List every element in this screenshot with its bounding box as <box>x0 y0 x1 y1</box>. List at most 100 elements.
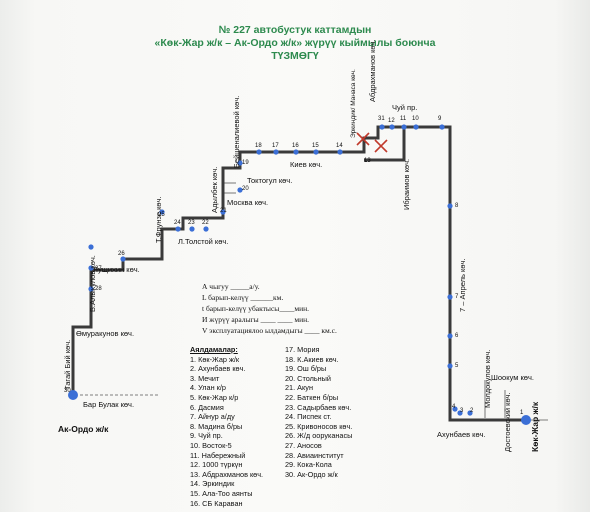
bus-stop-marker <box>439 124 445 130</box>
bus-stop-marker <box>379 124 385 130</box>
stops-list-item: 8. Мадина б/ры <box>190 421 243 431</box>
stops-list-item: 11. Набережный <box>190 450 246 460</box>
stops-list-col1: Аялдамалар: 1. Көк-Жар ж/к 2. Ахунбаев к… <box>190 345 263 508</box>
map-title-line3: ТҮЗМӨГҮ <box>271 50 319 62</box>
bus-stop-marker <box>413 124 419 130</box>
crossing-marks <box>356 132 388 153</box>
stop-number-17: 17 <box>272 143 279 149</box>
stop-number-7: 7 <box>455 294 459 300</box>
street-label-toktogul: Токтогул көч. <box>247 176 293 185</box>
info-line-time: t барып-келүү убактысы____мин. <box>202 304 309 313</box>
street-label-shookum: Шоокум көч. <box>491 373 534 382</box>
stop-number-2: 2 <box>470 408 474 414</box>
bus-stop-marker <box>237 187 243 193</box>
stops-list-item: 26. Ж/д ооруканасы <box>285 431 353 441</box>
stop-number-10: 10 <box>412 116 419 122</box>
stops-list-item: 17. Мория <box>285 345 320 354</box>
street-label-tagai-biy: Тагай Бий көч. <box>63 339 72 390</box>
cross-mark <box>374 139 388 153</box>
bus-stop-marker <box>447 363 453 369</box>
stops-list-item: 16. СБ Караван <box>190 498 243 508</box>
bus-stop-marker <box>447 294 453 300</box>
stop-number-18: 18 <box>255 143 262 149</box>
info-line-distance: L барып-келүү ______км. <box>202 293 284 302</box>
stop-number-22: 22 <box>202 220 209 226</box>
stop-number-26: 26 <box>118 251 125 257</box>
bus-stop-marker <box>88 244 94 250</box>
street-label-alykulov: Б.Алыкулов көч. <box>88 255 97 312</box>
info-line-speed: V эксплуатациялоо ылдамдыгы ____ км.с. <box>202 326 337 335</box>
bus-stop-marker <box>220 209 226 215</box>
street-label-kiev: Киев көч. <box>290 160 323 169</box>
street-label-tolstoy: Л.Толстой көч. <box>178 237 229 246</box>
bus-stop-marker <box>452 406 458 412</box>
stops-list-item: 18. К.Акиев көч. <box>285 354 339 364</box>
bus-stop-marker <box>293 149 299 155</box>
info-line-interval: И жүрүү аралыгы ____ ____ мин. <box>202 315 309 324</box>
bus-stop-marker <box>256 149 262 155</box>
stops-list-item: 20. Стольный <box>285 373 332 383</box>
stops-list-item: 19. Ош б/ры <box>285 364 327 374</box>
bus-stop-marker <box>447 203 453 209</box>
bus-stop-marker <box>88 286 94 292</box>
stop-number-4: 4 <box>452 404 456 410</box>
street-label-luschikhin: Лущихин көч. <box>93 265 140 274</box>
stop-number-25: 25 <box>158 212 165 218</box>
stops-list-item: 9. Чуй пр. <box>190 431 223 441</box>
bus-stop-marker <box>313 149 319 155</box>
stop-number-5: 5 <box>455 363 459 369</box>
stops-list-item: 27. Аносов <box>285 440 322 450</box>
route-227-line <box>71 125 526 422</box>
terminus-label-ak-ordo: Ак-Ордо ж/к <box>58 424 109 434</box>
stop-number-12: 12 <box>388 118 395 124</box>
stops-list-item: 1. Көк-Жар ж/к <box>190 354 240 364</box>
terminus-kok-jar-marker <box>521 415 531 425</box>
stop-number-8: 8 <box>455 203 459 209</box>
stops-list-item: 24. Писпек ст. <box>285 412 332 422</box>
stops-list-item: 13. Абдрахманов көч. <box>190 469 264 479</box>
info-line-departures: А чыгуу _____а/у. <box>202 282 260 291</box>
bus-stop-marker <box>467 410 473 416</box>
street-label-chuy: Чуй пр. <box>392 103 418 112</box>
street-label-baishenalieva: Бейшеналиевой көч. <box>232 95 241 168</box>
stop-number-13: 13 <box>364 158 371 164</box>
street-label-abdrakhmanov: Абдрахманов көч. <box>368 39 377 102</box>
stop-number-1: 1 <box>520 410 524 416</box>
stops-list-col2: 17. Мория 18. К.Акиев көч. 19. Ош б/ры 2… <box>285 345 352 479</box>
stops-list-item: 4. Улан к/р <box>190 383 226 393</box>
route-return-line <box>364 127 406 162</box>
bus-stop-marker <box>401 124 407 130</box>
stop-number-21: 21 <box>220 208 227 214</box>
bus-stop-marker <box>203 226 209 232</box>
terminus-ak-ordo-marker <box>68 390 78 400</box>
stops-list-item: 15. Ала-Тоо аянты <box>190 488 253 498</box>
street-label-adylbek: Адылбек көч. <box>210 166 219 213</box>
stops-list-item: 12. 1000 түркүн <box>190 460 243 470</box>
stops-list-item: 25. Кривоносов көч. <box>285 421 353 431</box>
map-title-line2: «Көк-Жар ж/к – Ак-Ордо ж/к» жүрүү кыймыл… <box>154 37 436 49</box>
stop-number-27: 27 <box>95 266 102 272</box>
bus-stop-marker <box>337 149 343 155</box>
bus-stop-marker <box>159 209 165 215</box>
bus-stop-marker <box>273 149 279 155</box>
cross-mark <box>356 132 370 146</box>
stops-list-item: 22. Баткен б/ры <box>285 392 339 402</box>
terminus-label-kok-jar: Көк-Жар ж/к <box>530 401 540 452</box>
stops-list-item: 6. Дасмия <box>190 402 224 412</box>
bus-stop-marker <box>447 333 453 339</box>
bus-stop-marker <box>88 265 94 271</box>
street-label-ibraimov: Ибраимов көч. <box>402 158 411 210</box>
stop-number-28: 28 <box>95 286 102 292</box>
stops-list-item: 7. Айнур а/ду <box>190 412 235 422</box>
bus-stop-marker <box>237 160 243 166</box>
stops-list-item: 10. Восток-5 <box>190 440 232 450</box>
stops-list-item: 30. Ак-Ордо ж/к <box>285 469 338 479</box>
street-label-april7: 7 – Апрель көч. <box>458 258 467 312</box>
stop-number-14: 14 <box>336 143 343 149</box>
stops-list-item: 23. Садырбаев көч. <box>285 402 352 412</box>
stop-number-23: 23 <box>188 220 195 226</box>
stops-list-item: 2. Ахунбаев көч. <box>190 364 246 374</box>
bus-stop-marker <box>389 124 395 130</box>
stop-number-16: 16 <box>292 143 299 149</box>
